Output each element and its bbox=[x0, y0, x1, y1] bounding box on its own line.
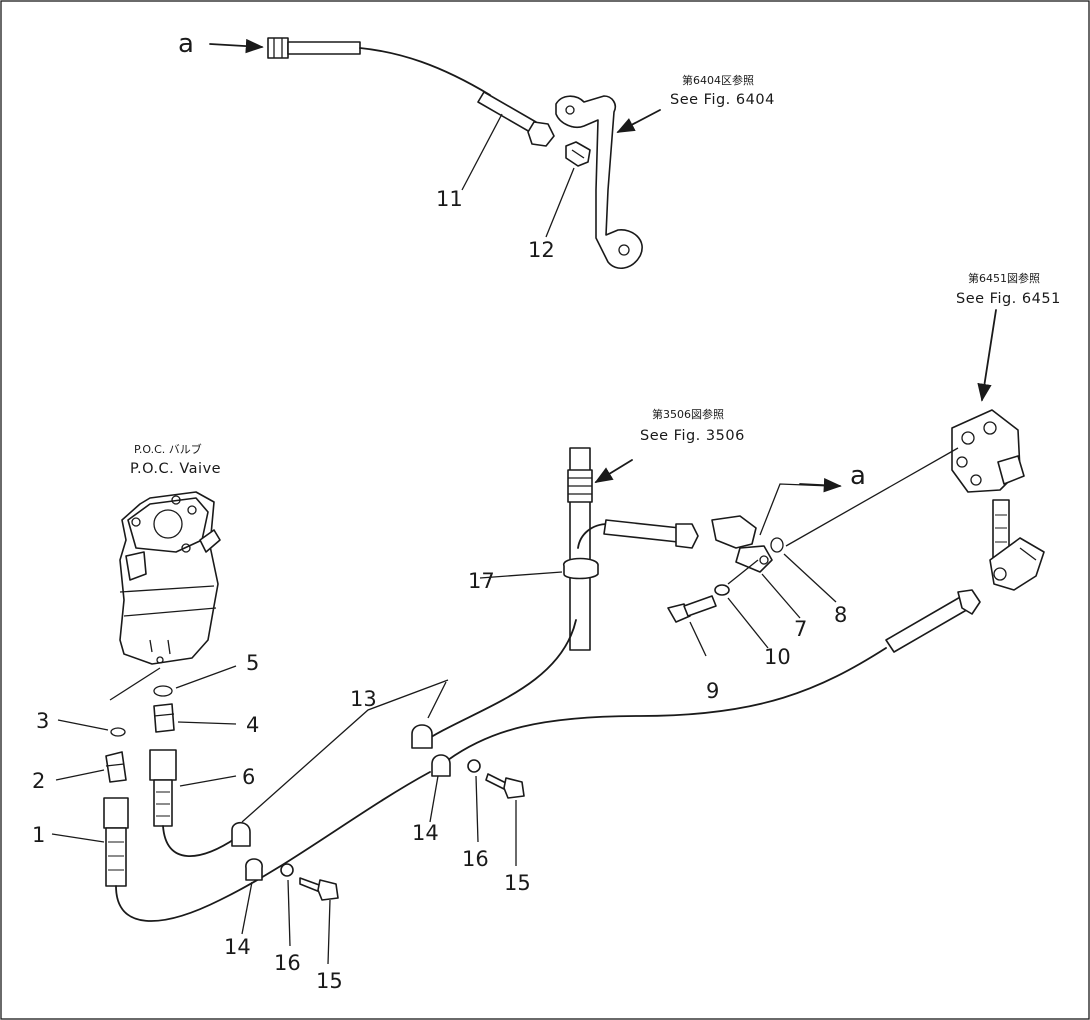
washer-10 bbox=[714, 584, 730, 596]
connector-4 bbox=[153, 703, 175, 733]
label-a-top: a bbox=[178, 29, 194, 59]
poc-label-jp: P.O.C. バルブ bbox=[134, 442, 202, 456]
poc-label-en: P.O.C. Vaive bbox=[130, 461, 221, 477]
label-a-mid: a bbox=[850, 461, 866, 491]
hose-1-fitting bbox=[103, 797, 129, 829]
washer-16-upper bbox=[467, 759, 481, 773]
leader-2 bbox=[55, 769, 105, 781]
poc-valve bbox=[109, 491, 221, 701]
hose-1-sleeve bbox=[105, 827, 127, 887]
leader-13 bbox=[241, 679, 449, 823]
oring-8 bbox=[770, 537, 784, 553]
label-13: 13 bbox=[350, 687, 377, 711]
long-hose-line bbox=[447, 647, 887, 761]
label-6: 6 bbox=[242, 765, 255, 789]
leader-3 bbox=[57, 719, 109, 731]
washer-16-lower bbox=[280, 863, 294, 877]
pipe-fig3506 bbox=[419, 447, 633, 745]
leader-11 bbox=[461, 113, 503, 191]
ref-6404-jp: 第6404区参照 bbox=[682, 73, 754, 87]
hose-1-line bbox=[115, 771, 431, 922]
label-15-upper: 15 bbox=[504, 871, 531, 895]
fitting-7-assembly bbox=[603, 447, 959, 657]
leader-4 bbox=[177, 721, 237, 725]
hose-11-line bbox=[359, 47, 491, 96]
ref-3506-en: See Fig. 3506 bbox=[640, 428, 745, 444]
bolt-15-lower-head bbox=[317, 879, 339, 901]
oring-5 bbox=[153, 685, 173, 697]
hose-6-fitting bbox=[149, 749, 177, 781]
clamp-14-upper bbox=[431, 754, 451, 777]
label-16-upper: 16 bbox=[462, 847, 489, 871]
leader-9 bbox=[689, 621, 707, 657]
clamp-13a bbox=[231, 821, 251, 847]
clamp-13b bbox=[411, 724, 433, 749]
label-10: 10 bbox=[764, 645, 791, 669]
label-17: 17 bbox=[468, 569, 495, 593]
clamp-17 bbox=[563, 557, 599, 580]
label-16-lower: 16 bbox=[274, 951, 301, 975]
hose-6-line bbox=[162, 825, 237, 857]
hose-13a-line bbox=[419, 619, 577, 745]
arrow-a-mid bbox=[799, 477, 842, 493]
leader-8 bbox=[783, 553, 837, 603]
valve-fig6451 bbox=[951, 309, 1045, 591]
leader-5 bbox=[175, 665, 237, 689]
leader-10 bbox=[727, 597, 769, 649]
oring-3 bbox=[110, 727, 126, 737]
arrow-fig6404 bbox=[616, 109, 661, 133]
leader-14-lower bbox=[241, 881, 253, 935]
label-9: 9 bbox=[706, 679, 719, 703]
label-7: 7 bbox=[794, 617, 807, 641]
hose-sleeve-top bbox=[287, 41, 361, 55]
leader-12 bbox=[545, 167, 575, 238]
ref-6404-en: See Fig. 6404 bbox=[670, 92, 775, 108]
label-8: 8 bbox=[834, 603, 847, 627]
label-12: 12 bbox=[528, 238, 555, 262]
hose-sleeve-mid bbox=[603, 519, 681, 543]
ref-6451-en: See Fig. 6451 bbox=[956, 291, 1061, 307]
leader-16-lower bbox=[287, 879, 291, 947]
leader-1 bbox=[51, 833, 105, 843]
fitting-7 bbox=[711, 515, 757, 549]
label-3: 3 bbox=[36, 709, 49, 733]
hex-fitting-top bbox=[267, 37, 289, 59]
leader-6 bbox=[179, 775, 237, 787]
arrow-a-top bbox=[209, 38, 264, 54]
leader-7 bbox=[761, 573, 801, 619]
valve-elbow bbox=[989, 537, 1045, 591]
leader-17 bbox=[479, 571, 563, 579]
connector-2 bbox=[105, 751, 127, 783]
ref-3506-jp: 第3506図参照 bbox=[652, 407, 724, 421]
hose-11-nut bbox=[527, 121, 555, 147]
arrow-fig6451 bbox=[977, 309, 997, 402]
top-hose-assembly bbox=[209, 37, 661, 269]
hose-11-sleeve bbox=[477, 91, 537, 133]
ref-6451-jp: 第6451図参照 bbox=[968, 271, 1040, 285]
label-11: 11 bbox=[436, 187, 463, 211]
label-14-upper: 14 bbox=[412, 821, 439, 845]
long-hose-right bbox=[447, 589, 981, 761]
hex-fitting-mid bbox=[675, 523, 699, 549]
long-hose-sleeve bbox=[885, 595, 971, 653]
leader-15-lower bbox=[327, 899, 331, 965]
leader-14-upper bbox=[429, 775, 439, 823]
label-5: 5 bbox=[246, 651, 259, 675]
label-4: 4 bbox=[246, 713, 259, 737]
leader-16-upper bbox=[475, 775, 479, 843]
clamp-14-lower bbox=[245, 858, 263, 881]
hose-6-sleeve bbox=[153, 779, 173, 827]
connect-line-8 bbox=[785, 447, 959, 547]
label-2: 2 bbox=[32, 769, 45, 793]
bolt-15-upper-head bbox=[503, 777, 525, 799]
label-14-lower: 14 bbox=[224, 935, 251, 959]
label-1: 1 bbox=[32, 823, 45, 847]
bracket-pipe bbox=[555, 95, 643, 269]
arrow-fig3506 bbox=[594, 459, 633, 483]
label-15-lower: 15 bbox=[316, 969, 343, 993]
